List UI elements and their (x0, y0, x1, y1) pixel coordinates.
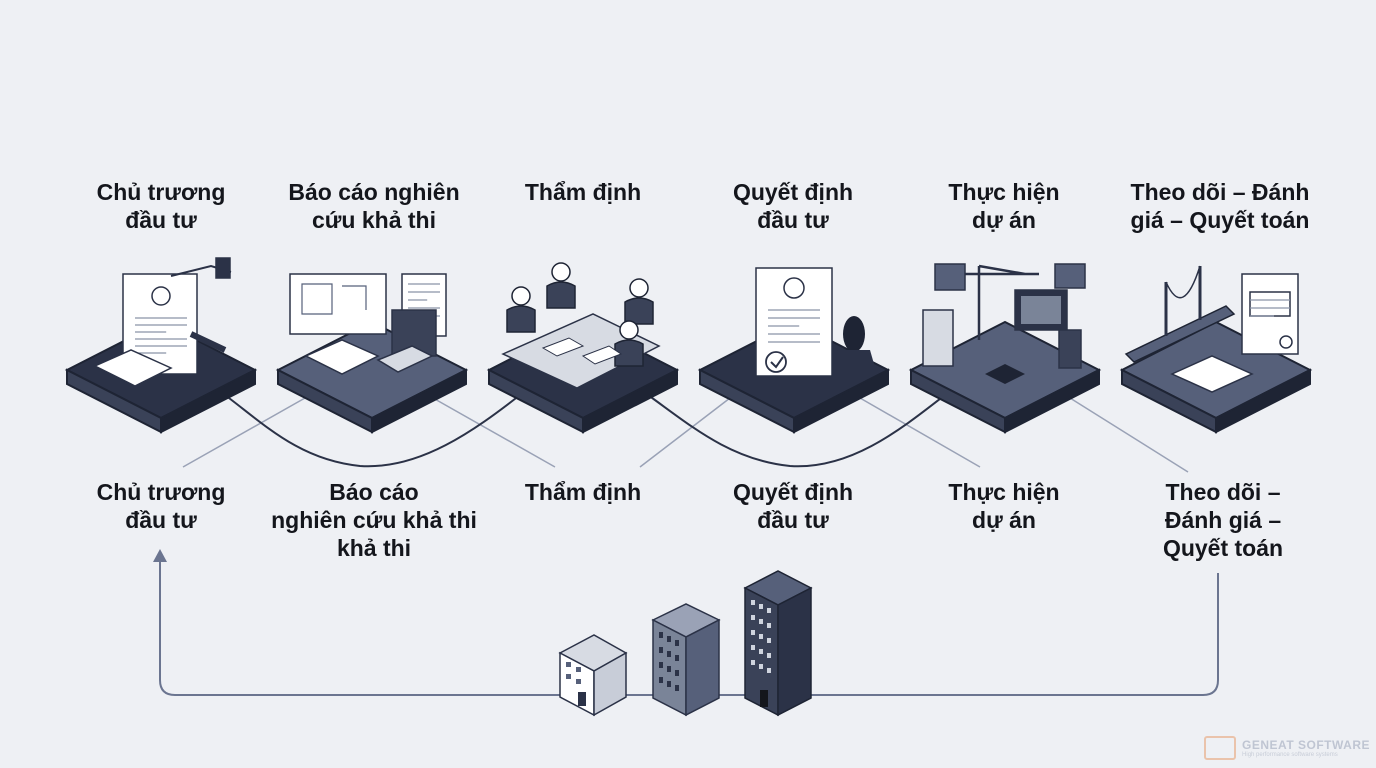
step-label-top: Thẩm định (524, 179, 642, 205)
step-label-bottom: Thẩm định (524, 479, 642, 505)
flow-line-back (182, 397, 1189, 473)
signing-document-icon (64, 257, 258, 434)
blueprint-workstation-icon (275, 273, 469, 434)
geneat-logo: GENEAT SOFTWARE High performance softwar… (1204, 736, 1370, 760)
meeting-table-icon (486, 262, 680, 434)
logo-mark-icon (1204, 736, 1237, 760)
bridge-report-icon (1119, 265, 1313, 434)
buildings-icon (558, 570, 813, 717)
flow-line-front (224, 394, 946, 468)
construction-site-icon (908, 263, 1102, 434)
return-arrow-head (153, 549, 167, 562)
stamped-decision-icon (697, 267, 891, 434)
step-label-bottom: Theo dõi –Đánh giá –Quyết toán (1162, 479, 1284, 561)
